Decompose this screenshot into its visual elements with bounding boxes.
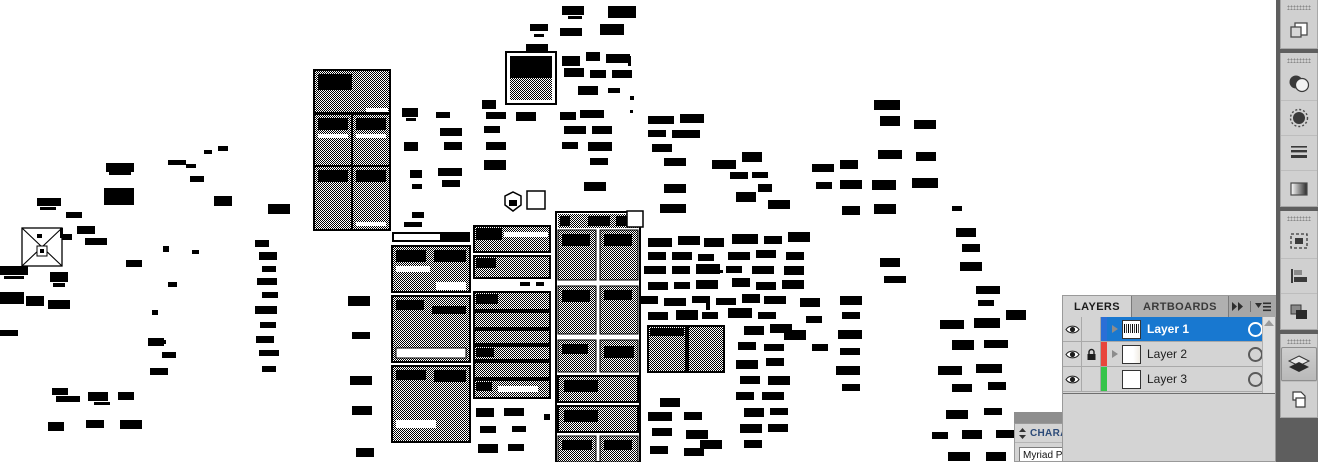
lock-toggle-3[interactable] — [1082, 367, 1101, 391]
dock-group-2 — [1280, 53, 1318, 207]
lock-icon — [1087, 348, 1095, 360]
layers-panel[interactable]: LAYERS ARTBOARDS — [1062, 295, 1276, 462]
visibility-toggle-2[interactable] — [1063, 342, 1082, 366]
dock-column — [1280, 0, 1318, 422]
layer-name-2[interactable]: Layer 2 — [1147, 347, 1188, 361]
eye-icon — [1064, 325, 1080, 333]
eye-icon — [1064, 375, 1080, 383]
vector-artwork[interactable] — [0, 0, 1276, 462]
stroke-icon[interactable] — [1281, 136, 1317, 171]
layer-row-2[interactable]: Layer 2 — [1063, 342, 1275, 367]
layer-color-swatch-1 — [1101, 317, 1107, 341]
tab-layers[interactable]: LAYERS — [1063, 296, 1133, 317]
layers-icon[interactable] — [1281, 347, 1317, 382]
visibility-toggle-3[interactable] — [1063, 367, 1082, 391]
gradient-icon[interactable] — [1281, 171, 1317, 206]
character-panel-tabstrip — [1014, 412, 1062, 423]
layer-thumbnail-2 — [1122, 344, 1141, 364]
dock-group-3 — [1280, 211, 1318, 330]
artboard-canvas[interactable] — [0, 0, 1276, 462]
lock-toggle-2[interactable] — [1082, 342, 1101, 366]
disclosure-triangle-1[interactable] — [1112, 325, 1118, 333]
layer-row-1[interactable]: Layer 1 — [1063, 317, 1275, 342]
links-icon[interactable] — [1281, 382, 1317, 417]
layer-thumbnail-1 — [1122, 319, 1141, 339]
pathfinder-icon[interactable] — [1281, 66, 1317, 101]
mockup-frames — [313, 51, 725, 462]
panel-grip-icon[interactable] — [1018, 427, 1027, 439]
transparency-circle-icon[interactable] — [1281, 101, 1317, 136]
lock-toggle-1[interactable] — [1082, 317, 1101, 341]
artboards-icon[interactable] — [1281, 224, 1317, 259]
dock-grip-icon[interactable] — [1287, 339, 1311, 344]
layer-row-3[interactable]: Layer 3 — [1063, 367, 1275, 392]
visibility-toggle-1[interactable] — [1063, 317, 1082, 341]
target-circle-icon-1[interactable] — [1248, 321, 1263, 337]
layer-list-scrollbar[interactable] — [1262, 317, 1275, 393]
disclosure-triangle-2[interactable] — [1112, 350, 1118, 358]
tab-artboards[interactable]: ARTBOARDS — [1132, 296, 1229, 317]
dock-group-1 — [1280, 0, 1318, 49]
artwork-blobs — [0, 6, 1026, 461]
character-panel-title: CHARAC — [1030, 427, 1074, 439]
eye-icon — [1064, 350, 1080, 358]
layer-name-1[interactable]: Layer 1 — [1147, 322, 1190, 336]
missing-image-placeholder[interactable] — [21, 227, 63, 267]
dock-grip-icon[interactable] — [1287, 58, 1311, 63]
tab-divider — [1249, 301, 1251, 312]
double-chevron-right-icon[interactable] — [1231, 302, 1246, 311]
target-circle-icon-2[interactable] — [1248, 346, 1263, 362]
layer-list[interactable]: Layer 1 — [1063, 317, 1275, 393]
align-icon[interactable] — [1281, 259, 1317, 294]
layer-name-3[interactable]: Layer 3 — [1147, 372, 1188, 386]
layer-color-swatch-3 — [1101, 367, 1107, 391]
dock-group-4 — [1280, 334, 1318, 418]
transparency-icon[interactable] — [1281, 13, 1317, 48]
layer-thumbnail-3 — [1122, 369, 1141, 389]
character-panel-header[interactable]: CHARAC — [1015, 424, 1074, 443]
layer-color-swatch-2 — [1101, 342, 1107, 366]
dock-grip-icon[interactable] — [1287, 216, 1311, 221]
dock-grip-icon[interactable] — [1287, 5, 1311, 10]
panel-menu-icon[interactable] — [1254, 302, 1271, 312]
transform-icon[interactable] — [1281, 294, 1317, 329]
target-circle-icon-3[interactable] — [1248, 371, 1263, 387]
panel-tab-bar: LAYERS ARTBOARDS — [1063, 296, 1276, 317]
panel-tab-tools — [1228, 296, 1276, 317]
right-icon-dock — [1276, 0, 1318, 462]
layers-panel-body — [1063, 393, 1275, 461]
scroll-up-arrow-icon[interactable] — [1264, 320, 1274, 326]
